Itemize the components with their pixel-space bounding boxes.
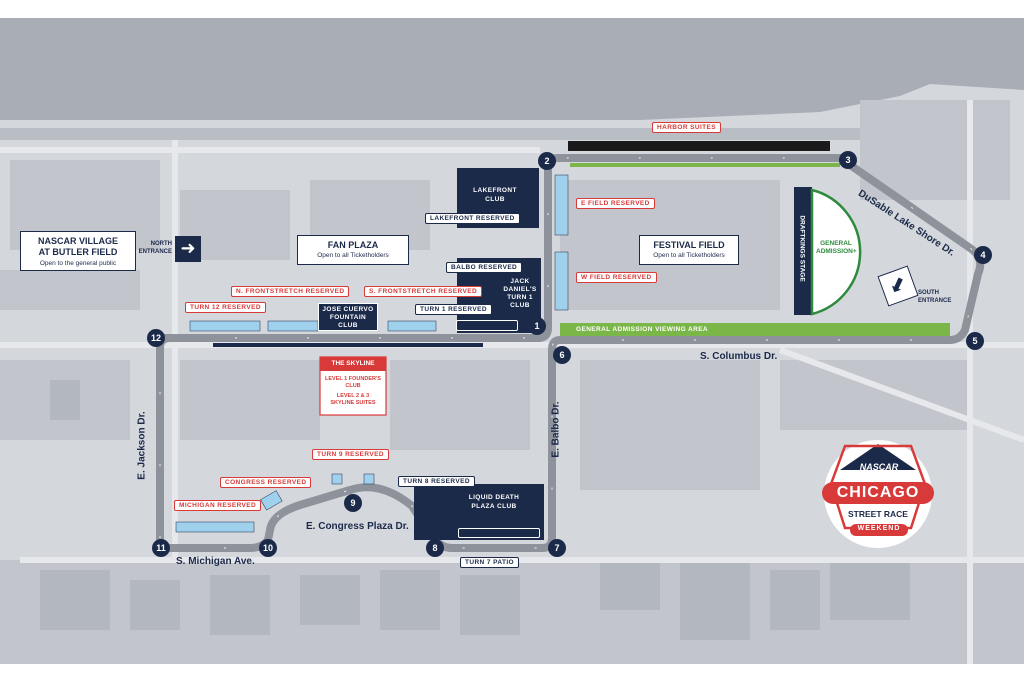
lakefront-reserved-tag: LAKEFRONT RESERVED: [425, 213, 520, 224]
michigan-stand: [175, 521, 255, 533]
balbo-street-label: E. Balbo Dr.: [550, 401, 562, 458]
jose-cuervo-label: JOSE CUERVO FOUNTAIN CLUB: [318, 303, 378, 331]
congress-stand: [260, 490, 283, 511]
turn-1-marker: 1: [528, 317, 546, 335]
turn-8-marker: 8: [426, 539, 444, 557]
logo-line1: STREET RACE: [848, 509, 908, 519]
jackson-street-label: E. Jackson Dr.: [136, 411, 148, 480]
turn-2-marker: 2: [538, 152, 556, 170]
turn9-reserved-tag: TURN 9 RESERVED: [312, 449, 389, 460]
turn12-reserved-tag: TURN 12 RESERVED: [185, 302, 266, 313]
turn12-stand: [189, 320, 261, 332]
jack-daniels-label: JACK DANIEL'S TURN 1 CLUB: [500, 278, 540, 310]
congress-street-label: E. Congress Plaza Dr.: [306, 521, 409, 532]
turn-5-marker: 5: [966, 332, 984, 350]
turn-12-marker: 12: [147, 329, 165, 347]
nascar-village-box: NASCAR VILLAGE AT BUTLER FIELD Open to t…: [20, 231, 136, 271]
n-frontstretch-stand: [267, 320, 319, 332]
turn-10-marker: 10: [259, 539, 277, 557]
skyline-level1: LEVEL 1 FOUNDER'S CLUB: [325, 376, 381, 389]
turn-11-marker: 11: [152, 539, 170, 557]
harbor-suites-tag: HARBOR SUITES: [652, 122, 722, 133]
lakefront-club-label: LAKEFRONT CLUB: [470, 186, 520, 204]
draftkings-stage-block: [794, 187, 812, 315]
festival-field-subtitle: Open to all Ticketholders: [653, 252, 725, 259]
e-field-stand: [554, 174, 569, 236]
skyline-level23: LEVEL 2 & 3 SKYLINE SUITES: [330, 393, 376, 406]
turn-3-marker: 3: [839, 151, 857, 169]
s-frontstretch-tag: S. FRONTSTRETCH RESERVED: [364, 286, 483, 297]
track-outline: [156, 154, 985, 552]
turn1-club-outline: [456, 320, 518, 331]
balbo-reserved-tag: BALBO RESERVED: [446, 262, 523, 273]
harbor-suites-bar: [568, 141, 830, 151]
congress-reserved-tag: CONGRESS RESERVED: [220, 477, 312, 488]
michigan-reserved-tag: MICHIGAN RESERVED: [174, 500, 262, 511]
north-entrance-arrow-icon: ➜: [175, 236, 201, 262]
turn-6-marker: 6: [553, 346, 571, 364]
e-field-reserved-tag: E FIELD RESERVED: [576, 198, 655, 209]
south-entrance-label: SOUTH ENTRANCE: [918, 290, 952, 304]
w-field-stand: [554, 251, 569, 311]
turn8-reserved-tag: TURN 8 RESERVED: [398, 476, 475, 487]
nascar-village-title: NASCAR VILLAGE AT BUTLER FIELD: [37, 236, 118, 257]
logo-brand: NASCAR: [859, 462, 899, 472]
chicago-logo: [822, 440, 934, 548]
columbus-street-label: S. Columbus Dr.: [700, 351, 778, 362]
ga-viewing-strip: [560, 323, 950, 336]
festival-field-title: FESTIVAL FIELD: [653, 240, 725, 250]
turn1-reserved-tag: TURN 1 RESERVED: [415, 304, 492, 315]
turn7-patio-tag: TURN 7 PATIO: [460, 557, 519, 568]
turn7-patio-outline: [458, 528, 540, 538]
liquid-death-label: LIQUID DEATH PLAZA CLUB: [456, 493, 532, 511]
logo-city: CHICAGO: [836, 484, 920, 501]
turn-7-marker: 7: [548, 539, 566, 557]
turn-4-marker: 4: [974, 246, 992, 264]
draftkings-stage-label: DRAFTKINGS STAGE: [798, 215, 806, 282]
logo-line2: WEEKEND: [857, 525, 901, 532]
fan-plaza-title: FAN PLAZA: [327, 240, 379, 250]
festival-field-box: FESTIVAL FIELD Open to all Ticketholders: [639, 235, 739, 265]
s-frontstretch-stand: [387, 320, 437, 332]
ga-area: [810, 188, 862, 316]
north-entrance-label: NORTH ENTRANCE: [138, 241, 172, 255]
general-admission-label: GENERAL ADMISSION+: [816, 240, 857, 255]
turn-9-marker: 9: [344, 494, 362, 512]
ga-viewing-label: GENERAL ADMISSION VIEWING AREA: [576, 326, 709, 333]
fan-plaza-box: FAN PLAZA Open to all Ticketholders: [297, 235, 409, 265]
skyline-title: THE SKYLINE: [331, 360, 375, 367]
fan-plaza-subtitle: Open to all Ticketholders: [317, 252, 389, 259]
michigan-street-label: S. Michigan Ave.: [176, 556, 255, 567]
n-frontstretch-tag: N. FRONTSTRETCH RESERVED: [231, 286, 350, 297]
w-field-reserved-tag: W FIELD RESERVED: [576, 272, 657, 283]
nascar-village-subtitle: Open to the general public: [39, 260, 117, 267]
